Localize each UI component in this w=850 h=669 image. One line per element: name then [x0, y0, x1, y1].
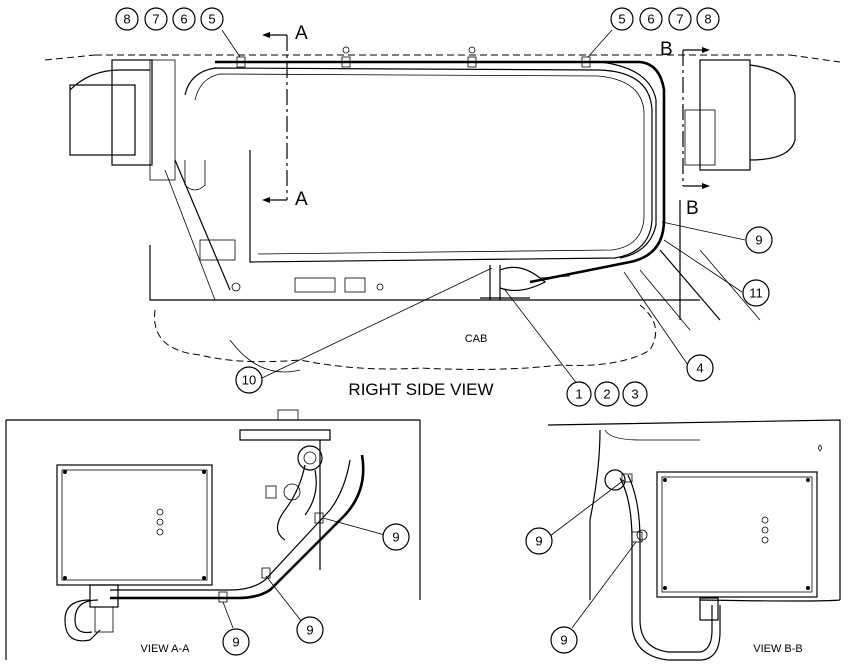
callout-bracket-1: 1 [575, 387, 582, 402]
callout-top-right-3: 7 [676, 12, 683, 27]
view-aa [5, 409, 421, 660]
section-b-bottom-label: B [686, 198, 699, 219]
section-line-a [262, 32, 288, 203]
callout-clamp-right: 4 [686, 354, 714, 382]
callout-top-right-4: 8 [704, 12, 711, 27]
section-a-bottom-label: A [295, 189, 308, 210]
svg-text:11: 11 [749, 286, 763, 301]
callout-hose-right: 11 [742, 279, 770, 307]
svg-text:4: 4 [696, 361, 703, 376]
section-b-top-label: B [660, 39, 673, 60]
section-a-top-label: A [295, 23, 308, 44]
callout-group-bracket: 1 2 3 [566, 381, 648, 407]
svg-text:9: 9 [755, 233, 762, 248]
callout-top-right-1: 5 [618, 12, 625, 27]
view-bb [547, 419, 841, 661]
svg-text:9: 9 [392, 530, 399, 545]
harness-top [215, 60, 666, 284]
view-aa-title: VIEW A-A [141, 643, 191, 655]
callout-top-left-2: 7 [152, 12, 159, 27]
callout-bracket-left: 10 [235, 366, 263, 394]
svg-text:9: 9 [306, 623, 313, 638]
callout-top-right-2: 6 [647, 12, 654, 27]
section-line-b [682, 47, 710, 189]
callout-aa-clip-upper: 9 [382, 523, 410, 551]
cab-label: CAB [465, 333, 488, 345]
callout-top-left-4: 5 [208, 12, 215, 27]
callout-top-left-1: 8 [123, 12, 130, 27]
callout-bb-clip-upper: 9 [525, 527, 553, 555]
callout-group-top-right: 5 6 7 8 [610, 7, 720, 31]
top-clips [236, 46, 591, 68]
callout-top-left-3: 6 [180, 12, 187, 27]
callout-bracket-3: 3 [631, 387, 638, 402]
callout-aa-clip-lower: 9 [222, 628, 250, 656]
callout-bracket-2: 2 [603, 387, 610, 402]
right-side-view [44, 29, 841, 386]
callout-clip-right: 9 [745, 226, 773, 254]
svg-text:9: 9 [535, 534, 542, 549]
svg-text:9: 9 [560, 633, 567, 648]
svg-text:10: 10 [242, 373, 256, 388]
svg-text:9: 9 [232, 635, 239, 650]
bracket-assembly [480, 265, 571, 300]
callout-aa-clip-middle: 9 [296, 616, 324, 644]
callout-bb-clip-lower: 9 [550, 626, 578, 654]
right-side-view-title: RIGHT SIDE VIEW [348, 380, 493, 399]
view-bb-title: VIEW B-B [753, 643, 803, 655]
callout-group-top-left: 8 7 6 5 [115, 7, 224, 31]
